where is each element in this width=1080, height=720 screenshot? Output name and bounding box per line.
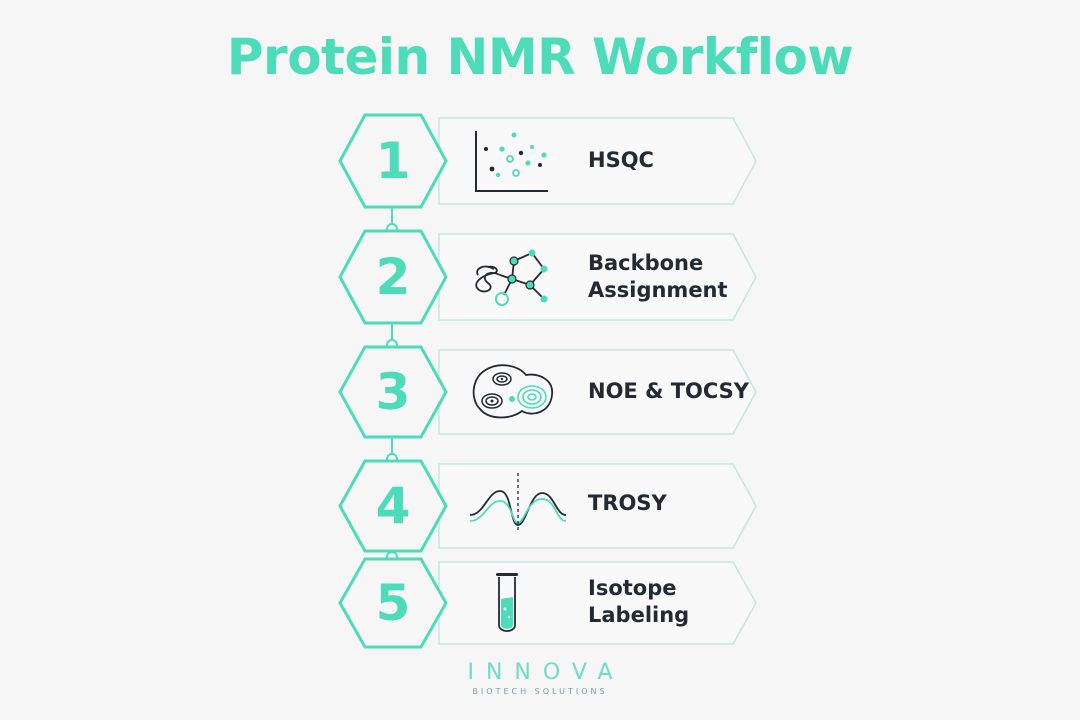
logo-wordmark: INNOVA <box>467 660 625 685</box>
step-number: 1 <box>375 132 411 190</box>
contour-map-icon <box>472 364 553 419</box>
step-label: TROSY <box>588 491 667 515</box>
step-number: 3 <box>375 363 411 421</box>
step-number-hexagon: 2 <box>338 229 448 325</box>
step-number-hexagon: 5 <box>338 557 448 649</box>
step-label: Isotope Labeling <box>588 576 690 627</box>
step-number-hexagon: 1 <box>338 113 448 209</box>
brand-logo: INNOVA BIOTECH SOLUTIONS <box>0 660 1080 696</box>
step-number-hexagon: 4 <box>338 459 448 553</box>
step-label: Backbone Assignment <box>588 251 728 302</box>
logo-tagline: BIOTECH SOLUTIONS <box>472 687 608 696</box>
workflow-step-3: 3 NOE & TOCSY <box>0 345 1080 439</box>
step-connector <box>391 205 393 229</box>
test-tube-icon <box>496 573 518 632</box>
step-connector <box>391 321 393 345</box>
step-label: NOE & TOCSY <box>588 379 750 403</box>
step-number-hexagon: 3 <box>338 345 448 439</box>
molecule-network-icon <box>475 249 548 306</box>
step-arrow-banner <box>438 233 757 321</box>
page-title: Protein NMR Workflow <box>226 28 854 86</box>
step-number: 5 <box>375 574 411 632</box>
hsqc-spectrum-icon <box>475 131 548 192</box>
step-number: 4 <box>375 477 411 535</box>
workflow-step-1: 1 HSQC <box>0 113 1080 209</box>
step-arrow-banner <box>438 561 757 645</box>
step-arrow-banner <box>438 117 757 205</box>
workflow-step-4: 4 TROSY <box>0 459 1080 553</box>
step-number: 2 <box>375 248 411 306</box>
workflow-step-2: 2 Backbone Assignment <box>0 229 1080 325</box>
step-label: HSQC <box>588 148 654 172</box>
step-connector <box>391 435 393 459</box>
spectral-peaks-icon <box>470 473 567 533</box>
workflow-step-5: 5 Isotope Labeling <box>0 557 1080 649</box>
